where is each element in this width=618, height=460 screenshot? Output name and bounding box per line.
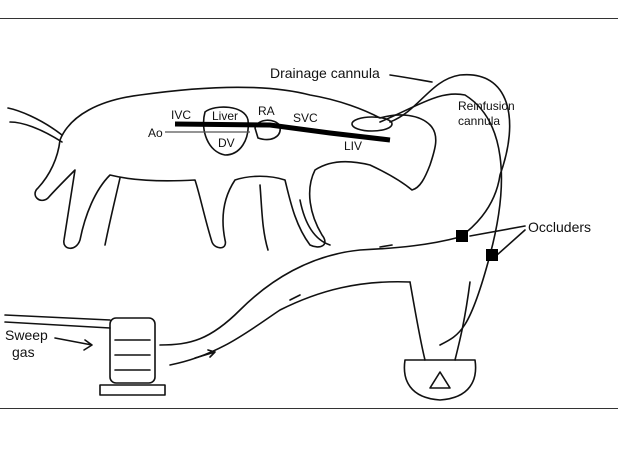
roller-pump (403, 359, 477, 401)
gas-line (4, 314, 111, 329)
label-ivc: IVC (171, 108, 191, 122)
label-ra: RA (258, 104, 275, 118)
cannula-catheter (174, 121, 391, 143)
occluder-1 (456, 230, 468, 242)
label-liver: Liver (212, 109, 238, 123)
pump-rotor (429, 371, 451, 389)
neck-cannula-site (351, 116, 393, 132)
label-liv: LIV (344, 139, 362, 153)
sweep-gas-arrow (54, 337, 93, 351)
oxygenator-ribs (114, 339, 151, 371)
label-reinfusion-1: Reinfusion (458, 99, 515, 113)
animal-legs (104, 177, 331, 251)
flow-arrow (289, 294, 301, 301)
label-dv: DV (218, 136, 235, 150)
label-sweep: Sweep (5, 327, 48, 343)
top-divider (0, 18, 618, 19)
bottom-divider (0, 408, 618, 409)
animal-tail (7, 107, 63, 143)
flow-arrow (379, 244, 393, 248)
label-ao: Ao (148, 126, 163, 140)
oxygenator-base (99, 384, 166, 396)
return-line (169, 280, 411, 366)
oxygenator (109, 317, 156, 384)
label-drainage-cannula: Drainage cannula (270, 65, 380, 81)
occluder-2 (486, 249, 498, 261)
flow-arrow (194, 349, 216, 359)
occluder-leader (469, 225, 526, 256)
label-reinfusion-2: cannula (458, 114, 500, 128)
drainage-label-leader (389, 74, 433, 83)
pump-inflow (409, 281, 426, 361)
label-svc: SVC (293, 111, 318, 125)
liver-outline (202, 106, 250, 156)
label-gas: gas (12, 344, 35, 360)
label-occluders: Occluders (528, 219, 591, 235)
pump-outflow (454, 281, 471, 361)
reinfusion-line (379, 93, 503, 346)
